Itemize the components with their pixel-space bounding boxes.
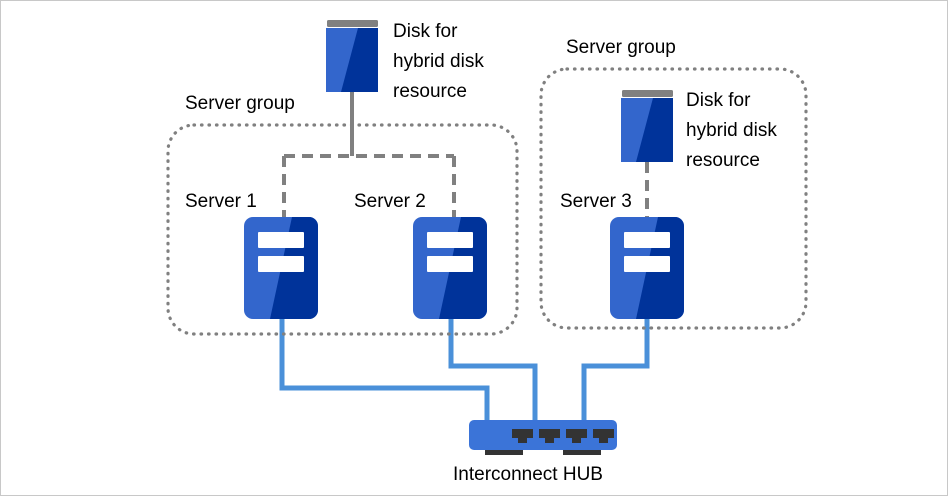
disk-right-label: Disk for hybrid disk resource — [686, 90, 777, 171]
disk-top-label: Disk for hybrid disk resource — [393, 21, 484, 102]
group-left-border — [166, 123, 519, 336]
disk-right-cap — [622, 90, 673, 97]
server-icon-1 — [244, 217, 318, 319]
server-2-bar-bottom — [427, 256, 473, 272]
hub-port-4 — [593, 429, 614, 443]
server-3-label: Server 3 — [560, 191, 632, 212]
disk-top-cap — [327, 20, 378, 27]
hub-port-1 — [512, 429, 533, 443]
group-right-border — [539, 67, 808, 330]
server-1-label: Server 1 — [185, 191, 257, 212]
server-2-bar-top — [427, 232, 473, 248]
server-3-bar-bottom — [624, 256, 670, 272]
server-1-bar-bottom — [258, 256, 304, 272]
cable-server1-to-hub — [279, 319, 490, 421]
server-icon-2 — [413, 217, 487, 319]
server-3-bar-top — [624, 232, 670, 248]
hub-ports — [512, 429, 614, 443]
disk-icon-right — [621, 90, 673, 162]
network-cables — [279, 319, 650, 421]
group-left-label: Server group — [185, 93, 295, 114]
hub-foot-right — [563, 446, 601, 455]
disk-icon-top — [326, 20, 378, 92]
cable-server3-to-hub — [581, 319, 650, 421]
hub-foot-left — [485, 446, 523, 455]
server-2-label: Server 2 — [354, 191, 426, 212]
hub-port-2 — [539, 429, 560, 443]
group-right-label: Server group — [566, 37, 676, 58]
server-icon-3 — [610, 217, 684, 319]
hub-port-3 — [566, 429, 587, 443]
server-1-bar-top — [258, 232, 304, 248]
hub-label: Interconnect HUB — [453, 464, 603, 485]
hub-icon — [469, 420, 617, 455]
cable-server2-to-hub — [448, 319, 538, 421]
